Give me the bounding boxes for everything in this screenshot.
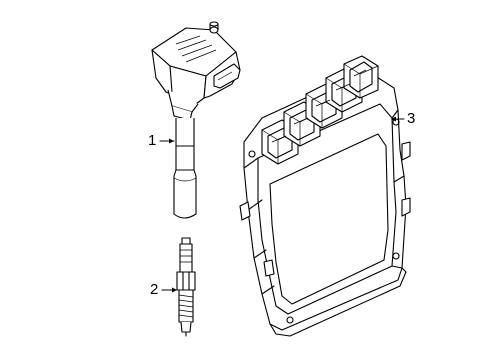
ignition-coil[interactable]: [151, 21, 241, 219]
leader-lines: [159, 116, 405, 293]
spark-plug[interactable]: [176, 237, 196, 337]
ecm-connectors: [261, 55, 379, 165]
callout-2-label: 2: [150, 281, 159, 298]
callout-1-label: 1: [148, 132, 157, 149]
callout-3-label: 3: [407, 110, 416, 127]
engine-control-module[interactable]: [239, 55, 411, 337]
